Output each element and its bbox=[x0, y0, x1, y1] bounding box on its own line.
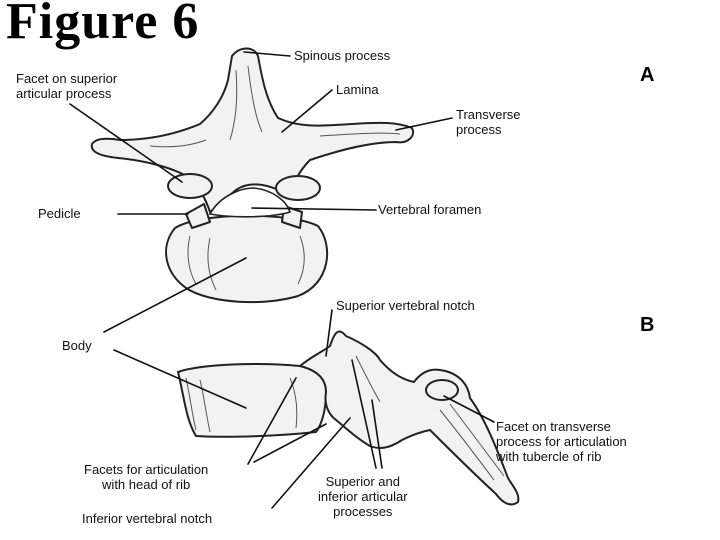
label-line: Superior and bbox=[318, 474, 408, 489]
label-line: inferior articular bbox=[318, 489, 408, 504]
label-superior-inferior-articular: Superior and inferior articular processe… bbox=[318, 474, 408, 519]
label-superior-vertebral-notch: Superior vertebral notch bbox=[336, 298, 475, 313]
vertebral-body-a bbox=[166, 216, 327, 302]
label-line: process bbox=[456, 122, 521, 137]
label-vertebral-foramen: Vertebral foramen bbox=[378, 202, 481, 217]
label-line: with head of rib bbox=[84, 477, 208, 492]
label-facets-head-of-rib: Facets for articulation with head of rib bbox=[84, 462, 208, 492]
label-line: processes bbox=[318, 504, 408, 519]
vertebral-body-b bbox=[178, 364, 326, 437]
leader-transverse bbox=[396, 118, 452, 130]
label-line: Facets for articulation bbox=[84, 462, 208, 477]
label-line: Transverse bbox=[456, 107, 521, 122]
label-line: with tubercle of rib bbox=[496, 449, 627, 464]
label-body: Body bbox=[62, 338, 92, 353]
label-line: Facet on superior bbox=[16, 71, 117, 86]
transverse-costal-facet bbox=[426, 380, 458, 400]
label-facet-transverse-process: Facet on transverse process for articula… bbox=[496, 419, 627, 464]
label-inferior-vertebral-notch: Inferior vertebral notch bbox=[82, 511, 212, 526]
label-line: Facet on transverse bbox=[496, 419, 627, 434]
label-lamina: Lamina bbox=[336, 82, 379, 97]
label-facet-superior-articular: Facet on superior articular process bbox=[16, 71, 117, 101]
label-line: articular process bbox=[16, 86, 117, 101]
right-superior-facet bbox=[276, 176, 320, 200]
figure-title: Figure 6 bbox=[6, 0, 199, 51]
label-line: process for articulation bbox=[496, 434, 627, 449]
panel-label-a: A bbox=[640, 64, 654, 87]
label-pedicle: Pedicle bbox=[38, 206, 81, 221]
label-spinous-process: Spinous process bbox=[294, 48, 390, 63]
label-transverse-process: Transverse process bbox=[456, 107, 521, 137]
panel-label-b: B bbox=[640, 314, 654, 337]
